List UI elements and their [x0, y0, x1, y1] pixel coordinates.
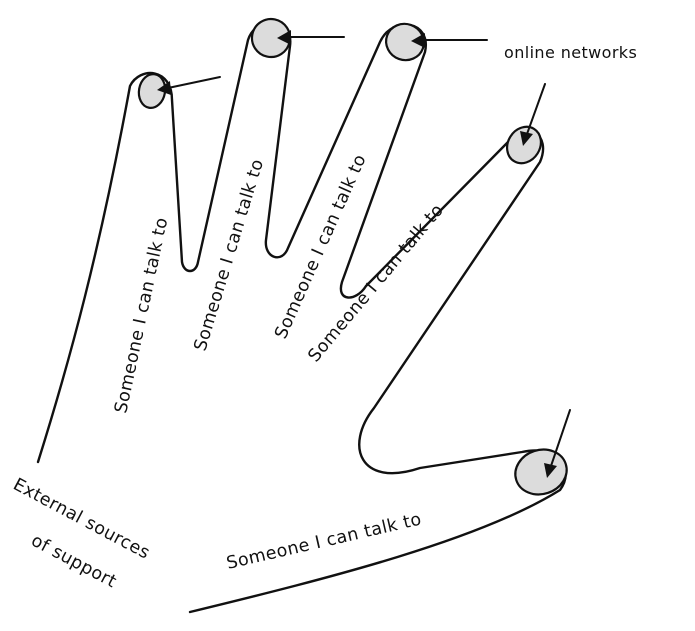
ring-label: Someone I can talk to	[191, 157, 268, 354]
hand-outline	[38, 22, 566, 612]
pinky-label: Someone I can talk to	[111, 216, 172, 415]
external-sources-label: External sources	[10, 475, 153, 564]
thumb-label: Someone I can talk to	[225, 509, 424, 573]
online-networks-label: online networks	[504, 43, 637, 62]
middle-arrow	[411, 33, 487, 48]
